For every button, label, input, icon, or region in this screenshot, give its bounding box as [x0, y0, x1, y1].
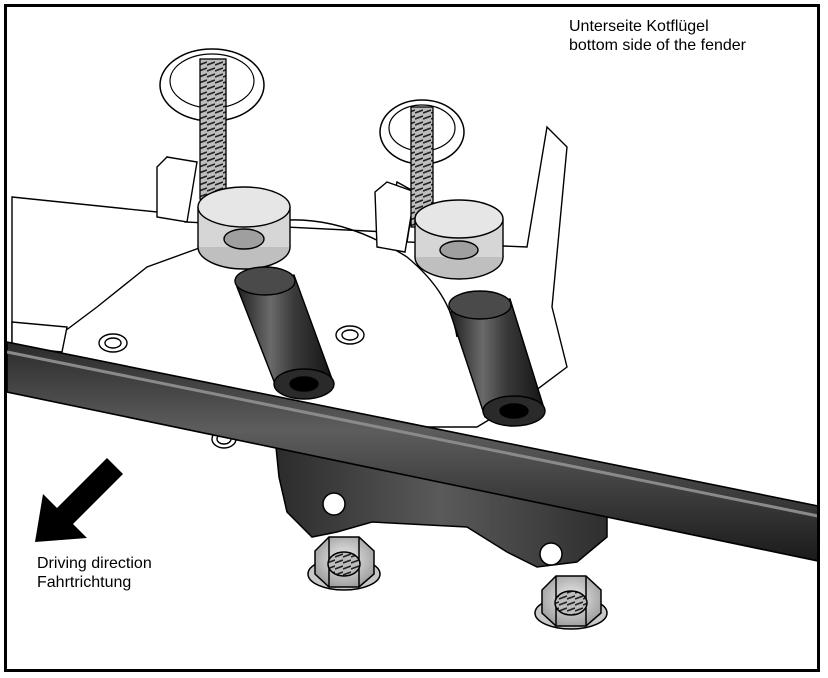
fender-mounting-diagram — [7, 48, 817, 630]
right-flange-nut — [534, 575, 608, 630]
fender-bottom-label-de: Unterseite Kotflügel — [569, 18, 709, 35]
long-bar — [7, 341, 817, 562]
left-bolt — [159, 48, 265, 200]
diagram-frame: Unterseite Kotflügel bottom side of the … — [4, 4, 820, 672]
bracket-tabs — [11, 156, 416, 353]
left-grommet — [197, 186, 291, 270]
right-grommet — [414, 199, 504, 280]
driving-direction-label-de: Fahrtrichtung — [37, 574, 132, 591]
left-spacer-tube — [234, 266, 335, 400]
arrow-icon — [35, 458, 123, 542]
fender-bottom-label-en: bottom side of the fender — [569, 37, 746, 54]
fender-bottom-label: Unterseite Kotflügel bottom side of the … — [569, 17, 746, 55]
left-flange-nut — [307, 536, 381, 591]
right-bolt — [379, 99, 465, 228]
driving-direction-label-en: Driving direction — [37, 555, 152, 572]
right-spacer-tube — [448, 290, 546, 427]
driving-direction-label: Driving direction Fahrtrichtung — [37, 554, 152, 592]
